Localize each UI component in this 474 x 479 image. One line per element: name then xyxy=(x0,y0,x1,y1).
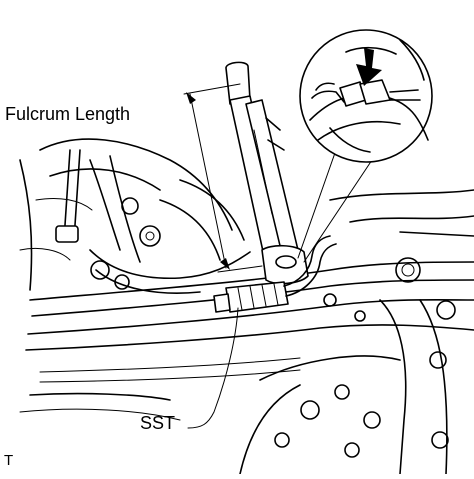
fulcrum-length-dimension xyxy=(183,83,263,273)
chassis-structure xyxy=(19,138,474,475)
figure-code-label: T xyxy=(4,452,14,469)
arrow-down-icon xyxy=(356,48,382,86)
sst-leader-line xyxy=(187,307,239,429)
fulcrum-length-label: Fulcrum Length xyxy=(5,104,131,124)
detail-magnifier xyxy=(297,29,433,263)
sst-label: SST xyxy=(140,413,176,433)
wrench-tool xyxy=(213,61,337,313)
